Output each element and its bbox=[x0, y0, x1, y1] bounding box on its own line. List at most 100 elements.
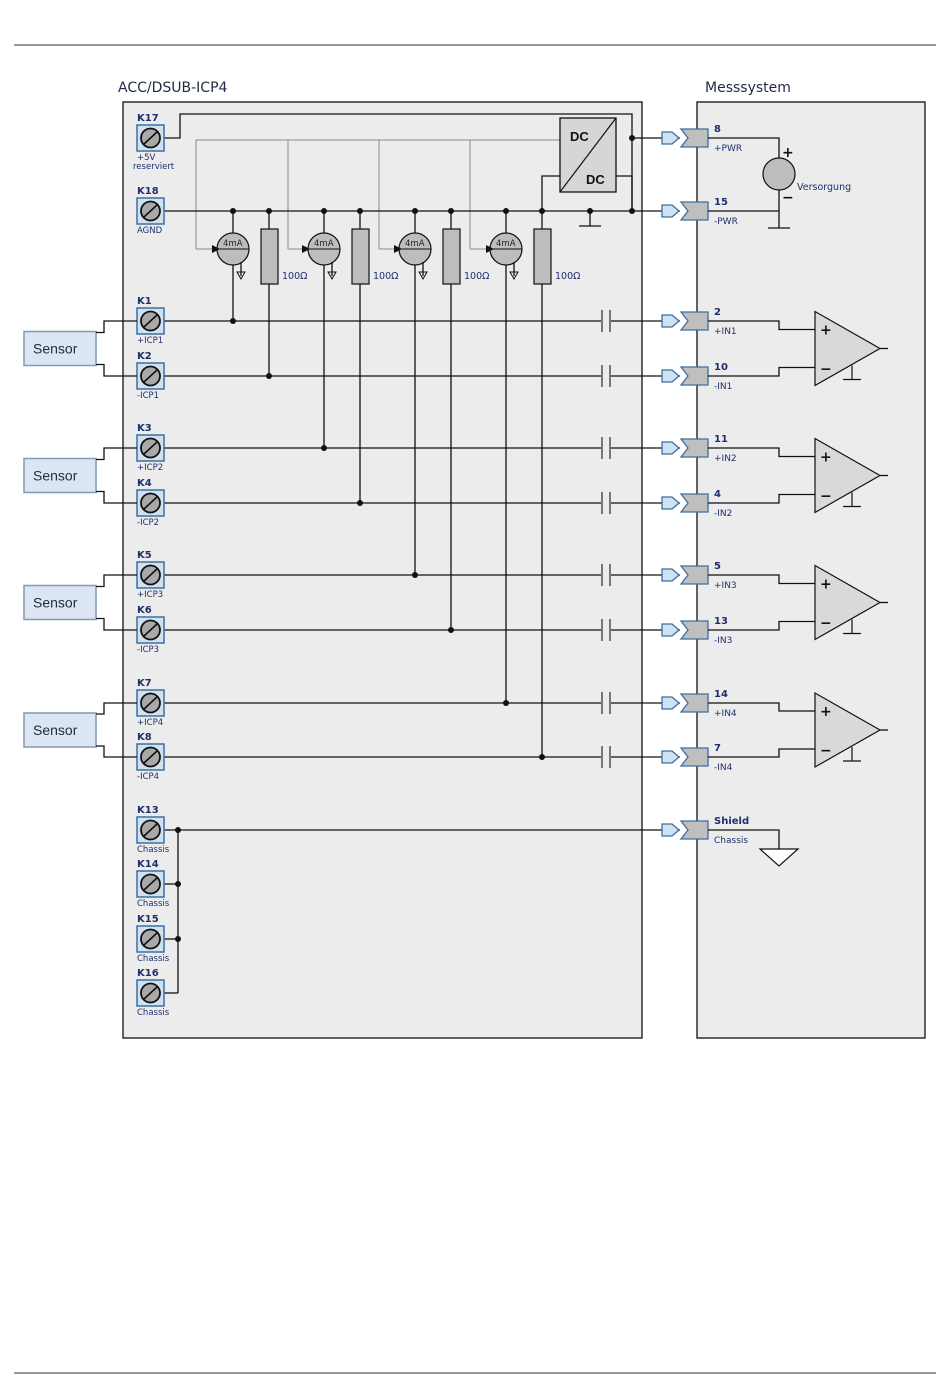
plug-arrow-icon bbox=[661, 441, 680, 455]
dc-dc-converter: DC DC bbox=[559, 117, 617, 193]
junction-dot bbox=[448, 627, 454, 633]
dc-bottom-label: DC bbox=[586, 172, 605, 187]
terminal-id: K2 bbox=[137, 351, 152, 362]
sensor-label: Sensor bbox=[33, 595, 78, 611]
terminal-id: K17 bbox=[137, 113, 159, 124]
junction-dot bbox=[539, 754, 545, 760]
pin-number: 7 bbox=[714, 743, 721, 754]
junction-dot bbox=[266, 373, 272, 379]
current-label: 4mA bbox=[223, 239, 243, 249]
terminal-sub: Chassis bbox=[137, 1008, 170, 1018]
current-source-4: 4mA bbox=[486, 211, 523, 703]
connector-pins: 8+PWR15-PWR2+IN110-IN111+IN24-IN25+IN313… bbox=[661, 124, 749, 846]
amp-minus: − bbox=[820, 489, 832, 505]
pin-label: Chassis bbox=[714, 836, 748, 846]
amplifier-3: +− bbox=[708, 564, 888, 641]
pin-label: +IN3 bbox=[714, 581, 737, 591]
sensor-3: Sensor bbox=[23, 574, 137, 631]
current-source-2: 4mA bbox=[302, 211, 341, 448]
terminal-sub: +ICP1 bbox=[137, 336, 163, 346]
pin-number: 4 bbox=[714, 489, 721, 500]
resistor-label: 100Ω bbox=[373, 271, 398, 282]
junction-dot bbox=[503, 208, 509, 214]
junction-dot bbox=[412, 572, 418, 578]
terminal-k6: K6 -ICP3 bbox=[136, 605, 165, 655]
terminal-sub2: reserviert bbox=[133, 162, 175, 172]
amp-plus: + bbox=[820, 323, 832, 339]
terminal-id: K6 bbox=[137, 605, 152, 616]
junction-dot bbox=[539, 208, 545, 214]
sensor-label: Sensor bbox=[33, 722, 78, 738]
socket-icon bbox=[679, 128, 709, 148]
junction-dots bbox=[175, 135, 635, 942]
pin-15: 15-PWR bbox=[661, 197, 738, 227]
amplifier-4: +− bbox=[708, 691, 888, 769]
capacitor bbox=[601, 365, 611, 387]
terminal-id: K18 bbox=[137, 186, 159, 197]
terminal-sub: -ICP2 bbox=[137, 518, 159, 528]
junction-dot bbox=[357, 208, 363, 214]
measurement-system-block bbox=[696, 101, 926, 1039]
sensor-2: Sensor bbox=[23, 447, 137, 504]
pin-5: 5+IN3 bbox=[661, 561, 737, 591]
terminal-strip: K17+5VreserviertK18AGNDK1+ICP1K2-ICP1K3+… bbox=[133, 113, 175, 1018]
resistor-label: 100Ω bbox=[282, 271, 307, 282]
capacitor bbox=[601, 746, 611, 768]
current-source-3: 4mA bbox=[394, 211, 432, 575]
terminal-k2: K2-ICP1 bbox=[136, 351, 165, 401]
plug-arrow-icon bbox=[661, 314, 680, 328]
junction-dot bbox=[587, 208, 593, 214]
module-block bbox=[122, 101, 643, 1039]
terminal-sub: Chassis bbox=[137, 954, 170, 964]
junction-dot bbox=[321, 445, 327, 451]
pin-number: 2 bbox=[714, 307, 721, 318]
terminal-k1: K1 +ICP1 bbox=[136, 296, 165, 346]
socket-icon bbox=[679, 620, 709, 640]
capacitor bbox=[601, 310, 611, 332]
terminal-k4: K4-ICP2 bbox=[136, 478, 165, 528]
resistor-1: 100Ω bbox=[260, 211, 307, 376]
sensor-1: Sensor bbox=[23, 320, 137, 377]
pin-8: 8+PWR bbox=[661, 124, 742, 154]
junction-dot bbox=[357, 500, 363, 506]
terminal-sub: +ICP4 bbox=[137, 718, 163, 728]
terminal-sub: -ICP4 bbox=[137, 772, 159, 782]
plug-arrow-icon bbox=[661, 568, 680, 582]
socket-icon bbox=[679, 565, 709, 585]
junction-dot bbox=[266, 208, 272, 214]
pin-number: 11 bbox=[714, 434, 728, 445]
terminal-sub: +5V bbox=[137, 153, 156, 163]
amplifier-2: +− bbox=[708, 437, 888, 514]
junction-dot bbox=[230, 318, 236, 324]
terminal-id: K7 bbox=[137, 678, 152, 689]
terminal-id: K1 bbox=[137, 296, 152, 307]
current-label: 4mA bbox=[496, 239, 516, 249]
dc-top-label: DC bbox=[570, 129, 589, 144]
sensor-label: Sensor bbox=[33, 341, 78, 357]
pin-14: 14+IN4 bbox=[661, 689, 737, 719]
signal-lines bbox=[164, 310, 680, 768]
right-block-title: Messsystem bbox=[705, 80, 791, 96]
current-label: 4mA bbox=[405, 239, 425, 249]
left-block-title: ACC/DSUB-ICP4 bbox=[118, 80, 228, 96]
resistor-4: 100Ω bbox=[533, 211, 580, 757]
socket-icon bbox=[679, 366, 709, 386]
terminal-sub: -ICP3 bbox=[137, 645, 159, 655]
junction-dot bbox=[629, 208, 635, 214]
pin-number: 14 bbox=[714, 689, 728, 700]
amp-minus: − bbox=[820, 362, 832, 378]
capacitor bbox=[601, 437, 611, 459]
pin-number: 15 bbox=[714, 197, 728, 208]
junction-dot bbox=[230, 208, 236, 214]
pin-label: -IN2 bbox=[714, 509, 732, 519]
terminal-id: K5 bbox=[137, 550, 152, 561]
capacitor bbox=[601, 564, 611, 586]
plug-arrow-icon bbox=[661, 750, 680, 764]
plug-arrow-icon bbox=[661, 204, 680, 218]
socket-icon bbox=[679, 438, 709, 458]
